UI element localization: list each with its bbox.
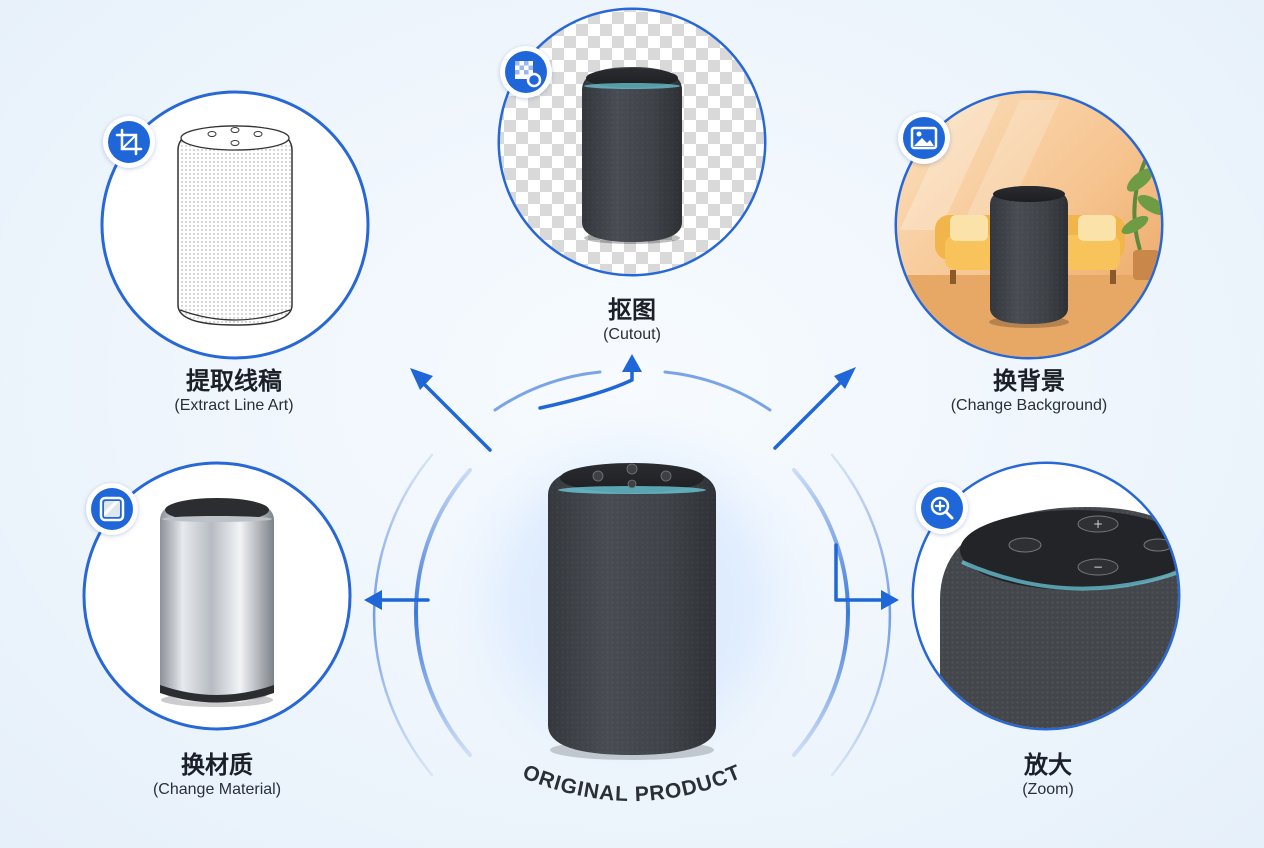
arrows xyxy=(376,366,887,602)
center-arcs xyxy=(372,370,892,777)
label-zoom: 放大 (Zoom) xyxy=(938,750,1158,800)
arrow-to-line-art xyxy=(418,378,492,452)
label-line-art: 提取线稿 (Extract Line Art) xyxy=(124,366,344,416)
label-line-art-en: (Extract Line Art) xyxy=(174,397,294,414)
label-background-en: (Change Background) xyxy=(950,397,1108,414)
badge-line-art xyxy=(103,116,155,168)
label-background-zh: 换背景 xyxy=(993,367,1065,395)
arrowheads xyxy=(364,354,899,610)
node-material xyxy=(82,461,352,731)
label-cutout-zh: 抠图 xyxy=(608,296,656,324)
label-zoom-zh: 放大 xyxy=(1024,751,1072,779)
label-material: 换材质 (Change Material) xyxy=(107,750,327,800)
node-line-art xyxy=(100,90,370,360)
cutout-icon xyxy=(515,61,542,88)
material-icon xyxy=(99,496,125,522)
zoom-in-icon xyxy=(930,496,954,520)
badge-background xyxy=(898,112,950,164)
badge-material xyxy=(86,483,138,535)
label-material-en: (Change Material) xyxy=(152,781,282,798)
svg-text:+: + xyxy=(1093,517,1103,531)
original-product-speaker xyxy=(548,463,716,760)
arrow-to-cutout xyxy=(538,366,634,410)
svg-text:−: − xyxy=(1093,560,1103,574)
label-background: 换背景 (Change Background) xyxy=(909,366,1149,416)
label-material-zh: 换材质 xyxy=(181,751,253,779)
image-icon xyxy=(910,126,938,150)
label-line-art-zh: 提取线稿 xyxy=(186,367,282,395)
label-cutout: 抠图 (Cutout) xyxy=(522,295,742,345)
arrow-to-background xyxy=(773,376,847,450)
crop-icon xyxy=(115,128,143,156)
badge-cutout xyxy=(500,46,552,98)
label-cutout-en: (Cutout) xyxy=(603,326,661,343)
label-zoom-en: (Zoom) xyxy=(1022,781,1074,798)
node-cutout xyxy=(497,7,767,277)
badge-zoom xyxy=(916,482,968,534)
arrow-to-zoom xyxy=(834,543,887,602)
